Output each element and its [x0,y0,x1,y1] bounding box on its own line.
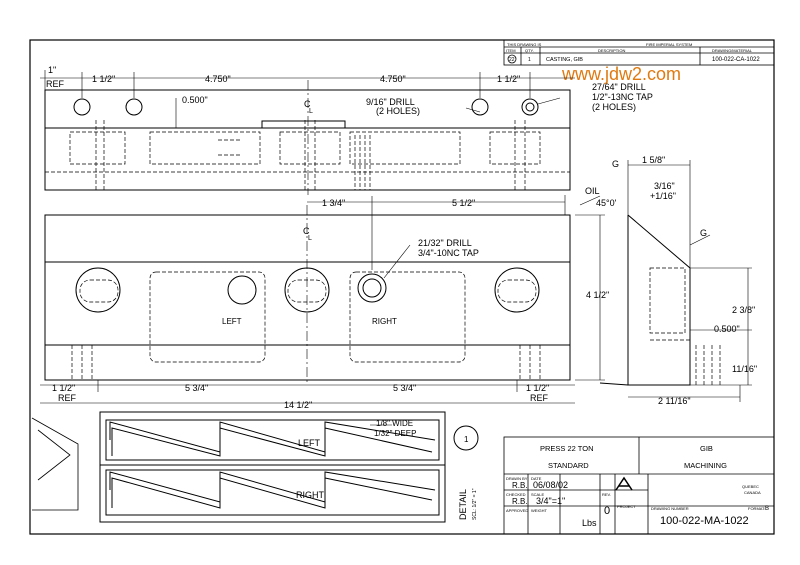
angle-45: 45°0' [596,198,617,208]
date-label: DATE [531,476,542,481]
bom-col-dwg: DRAWING/MATERIAL [712,48,753,53]
approved-label: APPROVED [506,508,528,513]
dim-4-1-2: 4 1/2" [586,290,609,300]
note-916-holes: (2 HOLES) [376,106,420,116]
bom-row-qty: 1 [528,57,531,63]
bom-header-left: THIS DRAWING IS [507,42,542,47]
weight-unit: Lbs [582,518,597,528]
country: CANADA [744,490,761,495]
format-label: FORMAT: [748,506,765,511]
note-2132-drill: 21/32" DRILL [418,238,472,248]
bom-row-desc: CASTING, GIB [546,57,583,63]
front-centerline-c: C [303,226,310,236]
bom-col-qty: QTY. [525,48,534,53]
bom-col-desc: DESCRIPTION [598,48,625,53]
bom-table [503,39,775,66]
title-standard: STANDARD [548,461,589,470]
format-value: B [765,506,769,512]
oil-label: OIL [585,186,600,196]
bom-row-dwg: 100-022-CA-1022 [712,57,760,63]
dim-1-half-l: 1 1/2" [52,383,75,393]
title-machining: MACHINING [684,461,727,470]
logo-mark [615,476,633,491]
note-2764-drill: 27/64" DRILL [592,82,646,92]
bom-col-item: ITEM [506,48,516,53]
dim-1-ref-a: 1" [48,65,56,75]
dim-0500-top: 0.500" [182,95,208,105]
rev-label: REV. [602,492,611,497]
dim-1-3-4: 1 3/4" [322,198,345,208]
drawn-by: R.B. [512,481,528,490]
note-916-drill: 9/16" DRILL [366,97,415,107]
side-view-dimensions [579,160,752,402]
title-block [503,436,775,535]
checked-value: R.B. [512,497,528,506]
date-value: 06/08/02 [533,480,568,490]
weight-label: WEIGHT [531,508,548,513]
top-centerline-l: L [309,108,313,115]
front-centerline-l: L [308,235,312,242]
drawing-number: 100-022-MA-1022 [660,515,749,527]
project-label: PROJECT [617,504,636,509]
groove-note-wide: 1/8" WIDE [376,419,413,428]
dim-5-1-2: 5 1/2" [452,198,475,208]
detail-label: DETAIL [458,489,468,520]
front-view-dimensions [40,195,605,404]
note-2132-tap: 3/4"-10NC TAP [418,248,479,258]
top-centerline-c: C [304,99,311,109]
front-view [44,205,571,385]
bom-header-mid: FIRE IMPERIAL SYSTEM [646,42,692,47]
dim-ref-l: REF [58,393,77,403]
dim-2-11-16: 2 11/16" [658,396,691,406]
rev-value: 0 [604,505,610,517]
watermark: www.jdw2.com [561,64,681,84]
dim-5-3-4-b: 5 3/4" [393,383,416,393]
dim-2-3-8: 2 3/8" [732,305,755,315]
dim-1-half-left: 1 1/2" [92,74,115,84]
groove-label-right: RIGHT [296,490,325,500]
note-2764-tap: 1/2"-13NC TAP [592,92,653,102]
side-g-right: G [700,228,707,238]
dim-ref-r: REF [530,393,549,403]
dim-11-16: 11/16" [732,364,757,374]
sheet-border [29,39,775,535]
dim-3-16: 3/16" [654,181,675,191]
groove-detail [31,411,479,523]
dim-1-5-8: 1 5/8" [642,155,665,165]
top-view [44,80,571,195]
scale-value: 3/4"=1" [536,496,565,506]
groove-note-deep: 1/32" DEEP [374,429,416,438]
city: QUEBEC [742,484,759,489]
front-label-left: LEFT [222,317,242,326]
title-press: PRESS 22 TON [540,444,594,453]
checked-label: CHECKED [506,492,526,497]
dim-1-half-right: 1 1/2" [497,74,520,84]
detail-scale: SCL: 1/2" = 1" [472,488,478,520]
dim-plus-1-16: +1/16" [650,191,676,201]
bom-row-item: 22 [509,57,515,63]
detail-mark: 1 [464,435,469,444]
front-label-right: RIGHT [372,317,397,326]
dim-1-half-r: 1 1/2" [526,383,549,393]
dim-1-ref-b: REF [46,79,65,89]
title-gib: GIB [700,444,713,453]
dim-4750-left: 4.750" [205,74,231,84]
dim-4750-right: 4.750" [380,74,406,84]
dim-0500-side: 0.500" [714,324,740,334]
top-view-dimensions [40,70,575,128]
side-g-top: G [612,159,619,169]
drawn-by-label: DRAWN BY [506,476,528,481]
scale-label: SCALE [531,492,544,497]
dwg-no-label: DRAWING NUMBER [651,506,689,511]
dim-14-1-2: 14 1/2" [284,400,312,410]
side-view [599,214,721,386]
dim-5-3-4-a: 5 3/4" [185,383,208,393]
note-2764-holes: (2 HOLES) [592,102,636,112]
groove-label-left: LEFT [298,438,321,448]
